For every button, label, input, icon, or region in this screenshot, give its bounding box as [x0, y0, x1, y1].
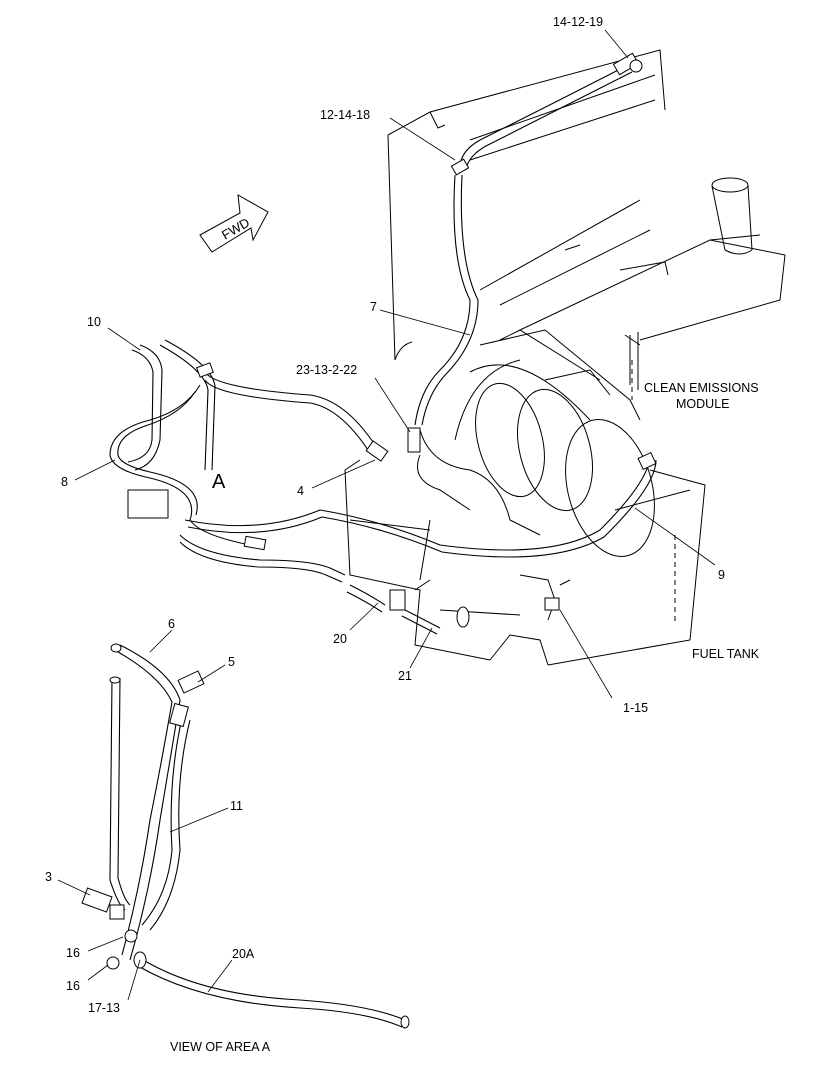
callout-4: 4 [297, 484, 304, 498]
descriptive-labels: A CLEAN EMISSIONS MODULE FUEL TANK VIEW … [170, 381, 760, 1054]
callout-12-14-18: 12-14-18 [320, 108, 370, 122]
area-a-label: A [212, 471, 226, 493]
upper-hoses [109, 64, 657, 635]
view-of-area-a [81, 643, 410, 1029]
clean-emissions-module [417, 329, 655, 557]
callout-16-lower: 16 [66, 979, 80, 993]
filler-neck-cap [711, 177, 749, 193]
callout-6: 6 [168, 617, 175, 631]
upper-fittings [127, 52, 657, 611]
callout-20A: 20A [232, 947, 255, 961]
cab-panel-structure [387, 49, 786, 390]
callout-5: 5 [228, 655, 235, 669]
callout-16-upper: 16 [66, 946, 80, 960]
frame-fuel-tank [344, 459, 706, 666]
dashed-leaders [631, 360, 676, 625]
forward-arrow-icon: FWD [199, 194, 269, 253]
callout-20: 20 [333, 632, 347, 646]
callout-11: 11 [230, 799, 243, 813]
view-of-area-label: VIEW OF AREA A [170, 1040, 271, 1054]
callout-23-13-2-22: 23-13-2-22 [296, 363, 357, 377]
callout-14-12-19: 14-12-19 [553, 15, 603, 29]
clean-emissions-label-line1: CLEAN EMISSIONS [644, 381, 759, 395]
clean-emissions-label-line2: MODULE [676, 397, 729, 411]
callout-3: 3 [45, 870, 52, 884]
callout-1-15: 1-15 [623, 701, 648, 715]
callout-7: 7 [370, 300, 377, 314]
callout-labels: 14-12-19 12-14-18 10 7 23-13-2-22 8 4 9 … [45, 15, 725, 1015]
callout-10: 10 [87, 315, 101, 329]
callout-9: 9 [718, 568, 725, 582]
callout-21: 21 [398, 669, 412, 683]
leader-lines [57, 29, 716, 1001]
callout-17-13: 17-13 [88, 1001, 120, 1015]
valve-block [127, 489, 169, 519]
callout-8: 8 [61, 475, 68, 489]
fuel-tank-label: FUEL TANK [692, 647, 760, 661]
